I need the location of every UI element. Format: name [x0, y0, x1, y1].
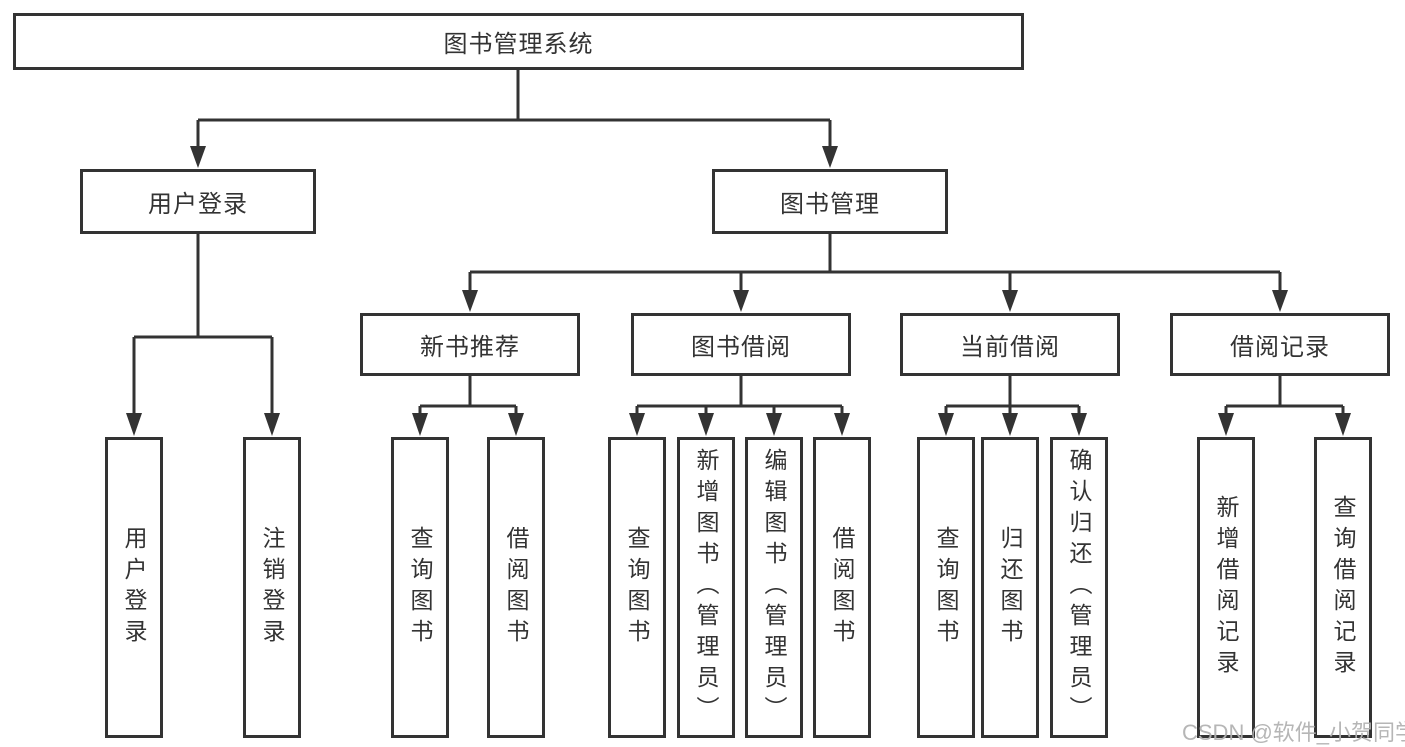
node-label: 新书推荐: [420, 334, 520, 361]
leaf-label: 查询借阅记录: [1330, 494, 1356, 681]
leaf-label: 编辑图书（管理员）: [761, 448, 787, 727]
leaf-query-books-current: 查询图书: [917, 437, 975, 738]
node-borrowing-records: 借阅记录: [1170, 313, 1390, 376]
leaf-query-borrow-record: 查询借阅记录: [1314, 437, 1372, 738]
node-user-login: 用户登录: [80, 169, 316, 234]
node-label: 当前借阅: [960, 334, 1060, 361]
node-label: 借阅记录: [1230, 334, 1330, 361]
connector-lines: [132, 69, 1345, 414]
arrowheads: [126, 146, 1351, 436]
node-library-management-system: 图书管理系统: [13, 13, 1024, 70]
leaf-label: 新增借阅记录: [1213, 494, 1239, 681]
leaf-edit-books-admin: 编辑图书（管理员）: [745, 437, 803, 738]
node-new-book-recommendation: 新书推荐: [360, 313, 580, 376]
connector-book-management-to-level3: [468, 233, 1282, 291]
arrow-down-icon: [126, 413, 280, 436]
connector-current-borrow-to-leaves: [944, 375, 1081, 414]
connector-root-to-level2: [196, 69, 832, 147]
arrow-down-icon: [190, 146, 838, 168]
arrow-down-icon: [629, 413, 850, 436]
node-label: 图书借阅: [691, 334, 791, 361]
connector-borrow-records-to-leaves: [1224, 375, 1345, 414]
csdn-watermark: CSDN @软件_小贺同学: [1182, 720, 1405, 745]
leaf-borrow-books-borrow: 借阅图书: [813, 437, 871, 738]
leaf-add-borrow-record: 新增借阅记录: [1197, 437, 1255, 738]
node-label: 图书管理系统: [443, 31, 594, 58]
connector-book-borrow-to-leaves: [635, 375, 844, 414]
leaf-label: 借阅图书: [829, 525, 855, 650]
node-label: 用户登录: [148, 191, 248, 218]
node-label: 图书管理: [780, 191, 880, 218]
arrow-down-icon: [462, 290, 1288, 312]
leaf-logout: 注销登录: [243, 437, 301, 738]
connector-new-book-to-leaves: [418, 375, 518, 414]
arrow-down-icon: [938, 413, 1087, 436]
leaf-label: 借阅图书: [503, 525, 529, 650]
leaf-label: 归还图书: [997, 525, 1023, 650]
leaf-label: 用户登录: [121, 525, 147, 650]
leaf-label: 查询图书: [933, 525, 959, 650]
leaf-user-login: 用户登录: [105, 437, 163, 738]
leaf-borrow-books-recommend: 借阅图书: [487, 437, 545, 738]
node-book-borrowing: 图书借阅: [631, 313, 851, 376]
leaf-label: 查询图书: [624, 525, 650, 650]
leaf-add-books-admin: 新增图书（管理员）: [677, 437, 735, 738]
leaf-return-books: 归还图书: [981, 437, 1039, 738]
arrow-down-icon: [412, 413, 524, 436]
leaf-label: 查询图书: [407, 525, 433, 650]
connector-user-login-to-leaves: [132, 233, 274, 414]
node-book-management: 图书管理: [712, 169, 948, 234]
leaf-confirm-return-admin: 确认归还（管理员）: [1050, 437, 1108, 738]
arrow-down-icon: [1218, 413, 1351, 436]
node-current-borrowing: 当前借阅: [900, 313, 1120, 376]
leaf-label: 注销登录: [259, 525, 285, 650]
leaf-label: 新增图书（管理员）: [693, 448, 719, 727]
leaf-label: 确认归还（管理员）: [1066, 448, 1092, 727]
leaf-query-books-borrow: 查询图书: [608, 437, 666, 738]
leaf-query-books-recommend: 查询图书: [391, 437, 449, 738]
